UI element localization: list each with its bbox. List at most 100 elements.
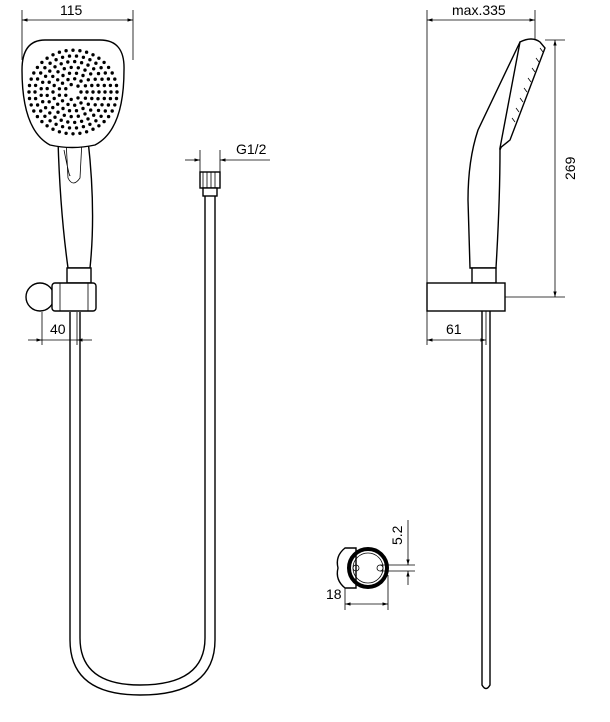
nozzle-dot <box>103 109 108 113</box>
nozzle-dot <box>76 114 81 118</box>
front-view: 115 40 G1/2 <box>21 2 270 696</box>
nozzle-dot <box>96 83 100 88</box>
nozzle-dot <box>45 86 49 91</box>
nozzle-dot <box>100 77 104 81</box>
nozzle-dot <box>100 103 104 107</box>
nozzle-dot <box>93 103 97 107</box>
nozzle-dot <box>97 90 101 94</box>
shower-head-side <box>498 38 546 150</box>
nozzle-dot <box>56 102 60 106</box>
nozzle-dot <box>54 122 58 127</box>
nozzle-dot <box>76 66 81 70</box>
nozzle-dot <box>48 111 52 115</box>
nozzle-dot <box>62 67 66 71</box>
nozzle-dot <box>88 58 92 62</box>
nozzle-dot <box>96 97 100 101</box>
nozzle-dot <box>48 119 52 123</box>
nozzle-dot <box>103 90 107 94</box>
nozzle-dot <box>39 93 43 98</box>
nozzle-dot <box>57 93 62 97</box>
nozzle-dot <box>60 81 65 85</box>
nozzle-dot <box>39 109 43 113</box>
nozzle-dot <box>73 103 77 107</box>
nozzle-dot <box>113 77 117 81</box>
nozzle-dot <box>35 65 40 70</box>
nozzle-dot <box>51 74 55 79</box>
nozzle-dot <box>93 77 97 81</box>
nozzle-dot <box>74 54 79 58</box>
nozzle-dot <box>39 71 43 75</box>
nozzle-dot <box>86 117 90 121</box>
dim-hole-diameter: 5.2 <box>389 525 405 545</box>
nozzle-dot <box>67 126 72 130</box>
nozzle-dot <box>47 80 51 84</box>
nozzle-dot <box>97 124 101 128</box>
nozzle-dot <box>48 69 52 73</box>
nozzle-dot <box>86 102 91 106</box>
nozzle-dot <box>71 48 75 52</box>
nozzle-dot <box>45 56 49 60</box>
nozzle-dot <box>32 71 36 75</box>
nozzle-dot <box>27 96 32 101</box>
nozzle-dot <box>57 87 62 91</box>
nozzle-dot <box>91 53 95 57</box>
nozzle-dot <box>66 102 70 107</box>
nozzle-dot <box>81 125 86 129</box>
nozzle-dot <box>27 83 32 88</box>
nozzle-dot <box>96 108 101 113</box>
holder-detail: 5.2 18 <box>326 520 415 610</box>
nozzle-dot <box>64 131 68 135</box>
nozzle-dot <box>40 60 44 65</box>
nozzle-dot <box>99 66 103 70</box>
nozzle-dot <box>35 114 40 119</box>
nozzle-dot <box>59 62 63 66</box>
nozzle-dot <box>83 96 88 100</box>
nozzle-dot <box>33 83 38 88</box>
dim-holder-offset-front: 40 <box>50 321 66 337</box>
nozzle-dot <box>54 58 58 62</box>
nozzle-dot <box>33 96 38 101</box>
nozzle-dot <box>67 109 72 113</box>
nozzle-dot <box>43 66 47 70</box>
nozzle-dot <box>43 114 47 119</box>
nozzle-dot <box>79 119 84 124</box>
nozzle-dot <box>106 103 111 107</box>
nozzle-dot <box>69 82 73 87</box>
nozzle-dot <box>74 109 79 113</box>
nozzle-dot <box>76 84 80 88</box>
nozzle-dot <box>73 59 77 64</box>
nozzle-dot <box>43 74 48 79</box>
nozzle-dot <box>102 96 107 101</box>
nozzle-dot <box>89 72 93 76</box>
nozzle-dot <box>90 96 94 101</box>
shower-head <box>21 39 125 149</box>
dim-holder-width: 18 <box>326 586 342 602</box>
nozzle-dot <box>86 63 90 67</box>
nozzle-dot <box>52 83 56 88</box>
nozzle-dot <box>74 126 79 130</box>
nozzle-dot <box>56 110 60 114</box>
nozzle-dot <box>67 71 72 76</box>
nozzle-dot <box>106 65 111 70</box>
dim-max-depth: max.335 <box>452 2 506 18</box>
nozzle-dot <box>29 103 33 107</box>
nozzle-dot <box>66 120 70 124</box>
nozzle-dot <box>106 114 111 119</box>
nozzle-dot <box>79 61 84 65</box>
nozzle-dot <box>79 79 83 83</box>
dim-holder-offset-side: 61 <box>446 321 462 337</box>
nozzle-dot <box>60 55 65 59</box>
nozzle-dot <box>41 80 45 85</box>
nozzle-dot <box>83 112 87 116</box>
nozzle-dot <box>52 96 56 101</box>
nozzle-dot <box>35 103 40 107</box>
dim-height: 269 <box>562 156 578 180</box>
nozzle-dot <box>91 127 95 131</box>
nozzle-dot <box>85 90 89 94</box>
nozzle-dot <box>110 71 114 75</box>
nozzle-dot <box>84 130 89 134</box>
nozzle-dot <box>59 118 63 122</box>
nozzle-dot <box>90 83 94 88</box>
nozzle-dot <box>79 101 83 105</box>
